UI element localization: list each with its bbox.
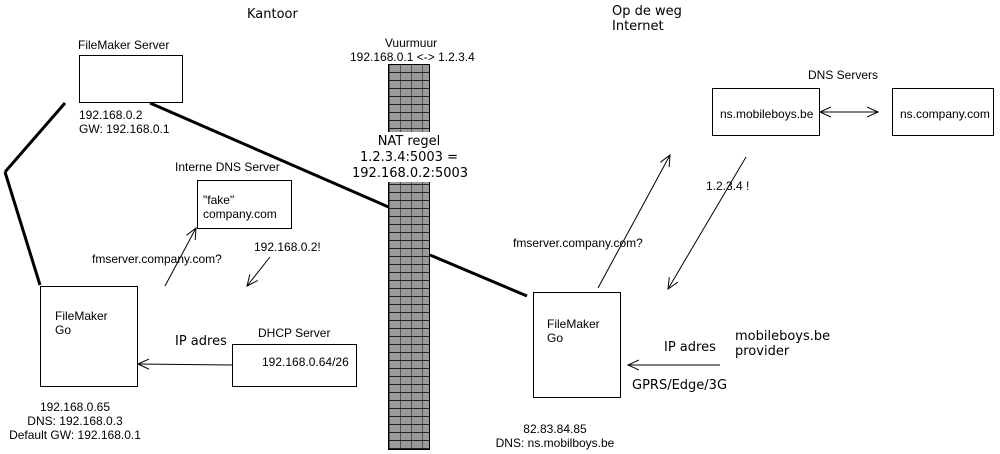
nat-rule-line3: 192.168.0.2:5003 <box>352 166 469 181</box>
nat-rule-line2: 1.2.3.4:5003 = <box>360 150 458 165</box>
internal-dns-fake: "fake" <box>203 193 235 207</box>
internal-dns-domain: company.com <box>203 207 277 221</box>
fm-go-office-box <box>40 286 138 387</box>
cable-server-to-firewall <box>149 101 401 214</box>
fm-go-mobile-box <box>533 292 621 398</box>
dhcp-box <box>232 344 357 387</box>
fm-server-title: FileMaker Server <box>78 38 170 52</box>
arrow-mobile-query-to-dns <box>597 155 670 289</box>
dhcp-ip-label: IP adres <box>175 334 227 349</box>
dns-servers-title: DNS Servers <box>808 68 879 82</box>
internet-header: Internet <box>612 19 664 34</box>
fm-go-mobile-line1: FileMaker <box>547 317 600 331</box>
dhcp-range: 192.168.0.64/26 <box>262 355 349 369</box>
fm-go-office-ip: 192.168.0.65 <box>39 400 111 414</box>
provider-ip-label: IP adres <box>664 340 716 355</box>
nat-rule-background <box>366 132 452 182</box>
onroad-header: Op de weg <box>612 4 682 19</box>
fm-go-mobile-ip: 82.83.84.85 <box>523 422 587 436</box>
internal-dns-answer: 192.168.0.2! <box>254 240 321 254</box>
fm-go-office-gw: Default GW: 192.168.0.1 <box>9 428 141 442</box>
dns-mobileboys-box <box>712 88 820 136</box>
fm-server-gw: GW: 192.168.0.1 <box>79 122 170 136</box>
internal-dns-box <box>197 180 292 229</box>
fm-go-mobile-query: fmserver.company.com? <box>513 236 643 250</box>
arrow-dns-answer-to-mobile <box>668 156 747 289</box>
provider-tech: GPRS/Edge/3G <box>632 378 728 393</box>
internal-dns-title: Interne DNS Server <box>175 160 280 174</box>
fm-go-mobile-dns: DNS: ns.mobilboys.be <box>495 436 615 450</box>
arrow-query-to-internal-dns <box>164 228 196 287</box>
dhcp-title: DHCP Server <box>258 326 331 340</box>
fm-server-box <box>79 55 183 103</box>
provider-label: provider <box>735 344 790 359</box>
dns-mobileboys-label: ns.mobileboys.be <box>720 107 814 121</box>
dns-company-box <box>892 88 994 136</box>
fm-go-office-line2: Go <box>55 323 72 337</box>
nat-rule-title: NAT regel <box>377 134 441 149</box>
arrow-dhcp-to-fmgo <box>138 364 233 365</box>
cable-firewall-to-mobile <box>429 253 528 298</box>
dns-answer: 1.2.3.4 ! <box>706 179 750 193</box>
cable-server-to-switch <box>3 102 67 173</box>
office-header: Kantoor <box>247 7 298 22</box>
firewall-title: Vuurmuur <box>384 36 438 50</box>
provider-name: mobileboys.be <box>735 329 831 344</box>
fm-go-mobile-line2: Go <box>547 331 564 345</box>
fm-go-office-dns: DNS: 192.168.0.3 <box>27 414 123 428</box>
firewall-mapping: 192.168.0.1 <-> 1.2.3.4 <box>350 50 475 64</box>
cable-switch-to-fmgo <box>3 171 42 286</box>
arrow-internal-dns-answer <box>247 256 271 286</box>
dns-company-label: ns.company.com <box>900 107 990 121</box>
fm-go-office-line1: FileMaker <box>55 309 108 323</box>
fm-server-ip: 192.168.0.2 <box>79 108 143 122</box>
firewall-wall <box>388 64 430 450</box>
internal-dns-query: fmserver.company.com? <box>92 252 222 266</box>
